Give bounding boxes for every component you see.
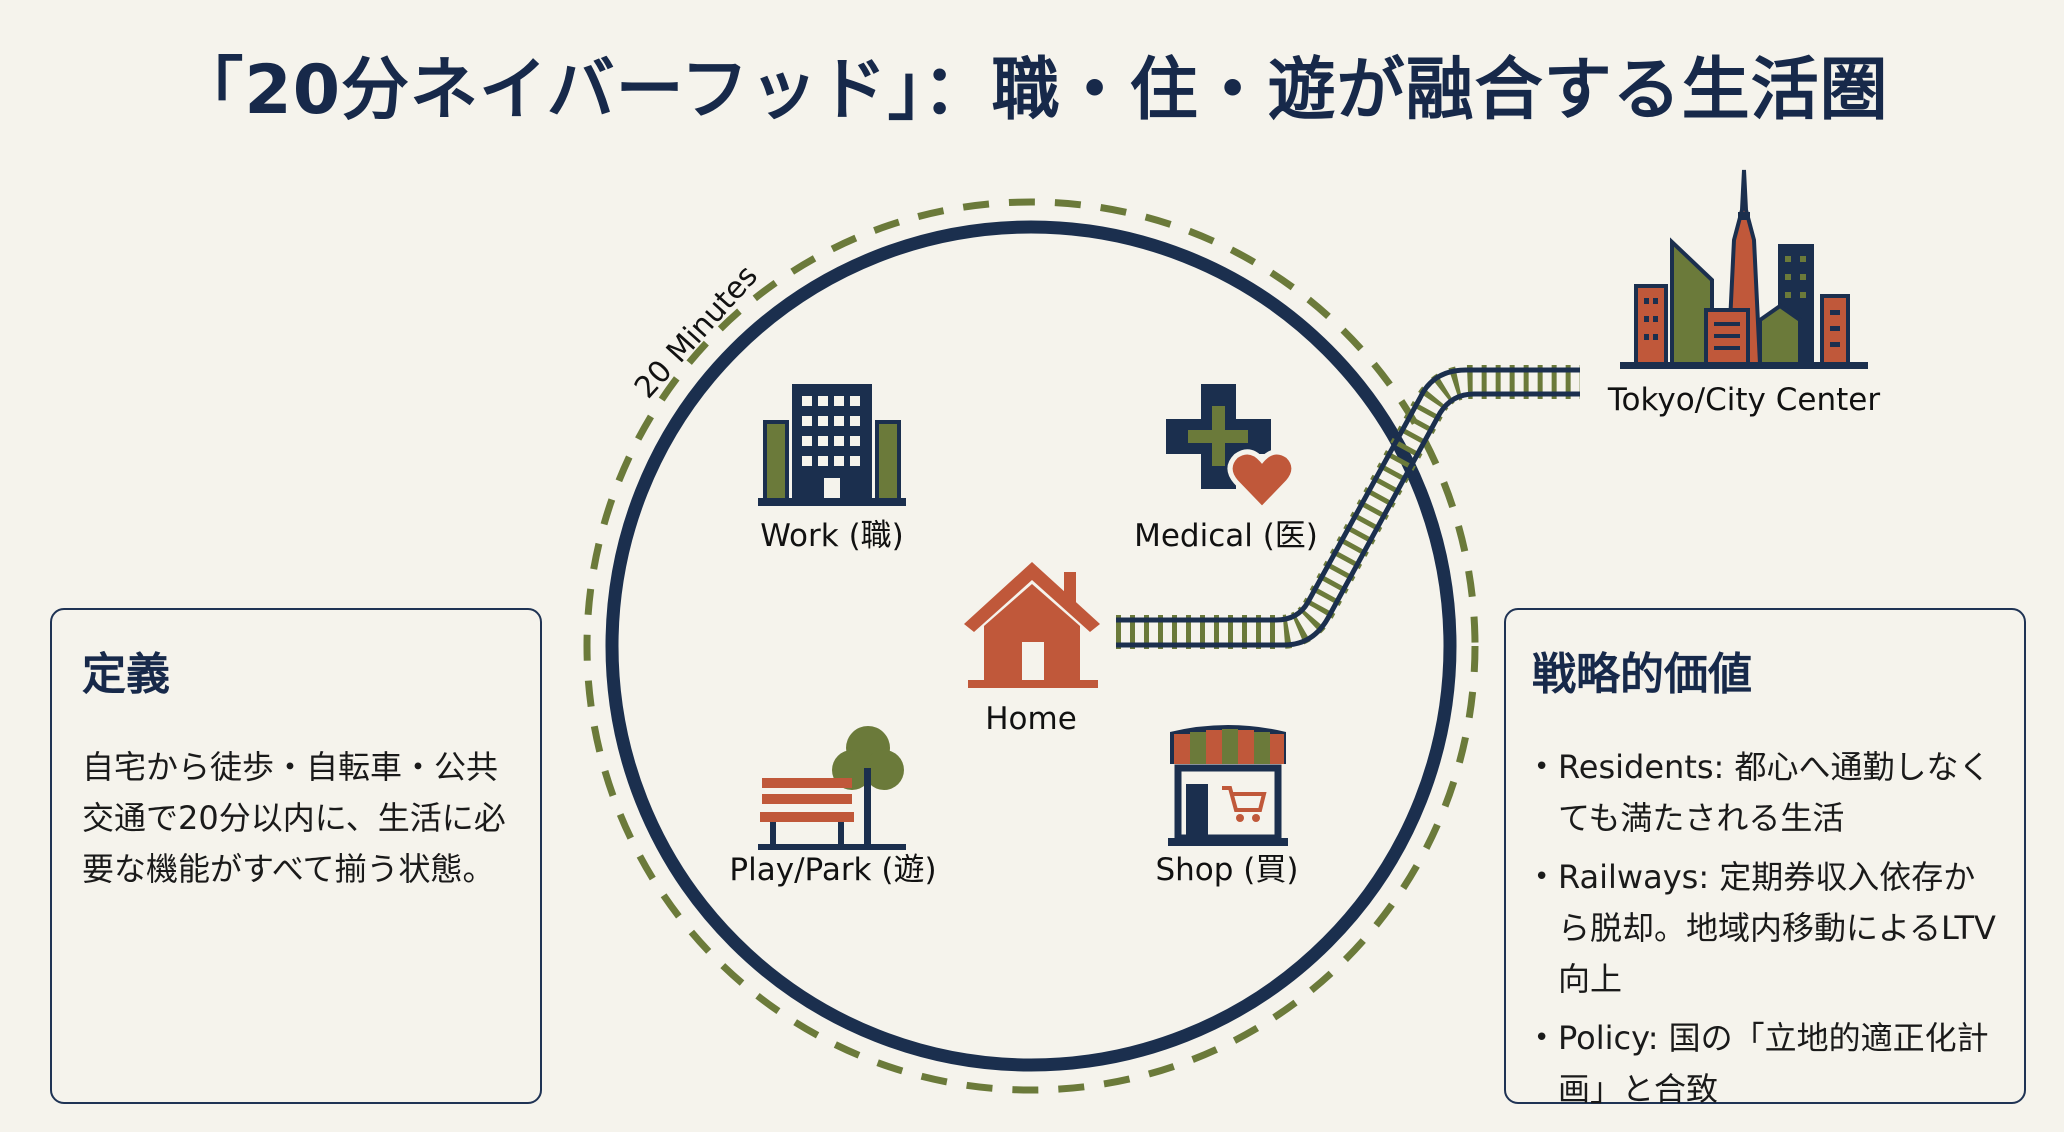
shop-label: Shop (買)	[1155, 852, 1298, 888]
definition-heading: 定義	[82, 649, 170, 700]
list-item: Policy: 国の「立地的適正化計画」と合致	[1532, 1013, 1998, 1115]
city-skyline-icon	[1620, 169, 1868, 369]
park-bench-tree-icon	[758, 726, 906, 850]
medical-label: Medical (医)	[1134, 518, 1318, 554]
definition-panel: 定義 自宅から徒歩・自転車・公共交通で20分以内に、生活に必要な機能がすべて揃う…	[50, 608, 542, 1104]
railway-track-icon	[1116, 365, 1580, 649]
twenty-minute-boundary	[583, 198, 1479, 1094]
work-label: Work (職)	[760, 518, 904, 554]
strategic-value-heading: 戦略的価値	[1532, 649, 1752, 700]
shop-store-icon	[1168, 725, 1288, 846]
neighborhood-circle	[605, 220, 1457, 1072]
office-building-icon	[758, 384, 906, 506]
medical-cross-icon	[1166, 384, 1297, 513]
definition-body: 自宅から徒歩・自転車・公共交通で20分以内に、生活に必要な機能がすべて揃う状態。	[82, 748, 506, 888]
strategic-value-panel: 戦略的価値 Residents: 都心へ通勤しなくても満たされる生活 Railw…	[1504, 608, 2026, 1108]
strategic-value-list: Residents: 都心へ通勤しなくても満たされる生活 Railways: 定…	[1532, 742, 1998, 1115]
list-item: Railways: 定期券収入依存から脱却。地域内移動によるLTV向上	[1532, 852, 1998, 1005]
park-label: Play/Park (遊)	[729, 852, 936, 888]
city-center-label: Tokyo/City Center	[1607, 382, 1880, 418]
page-title: 「20分ネイバーフッド」：職・住・遊が融合する生活圏	[175, 51, 1889, 130]
list-item: Residents: 都心へ通勤しなくても満たされる生活	[1532, 742, 1998, 844]
home-label: Home	[985, 701, 1077, 737]
home-icon	[964, 562, 1100, 688]
